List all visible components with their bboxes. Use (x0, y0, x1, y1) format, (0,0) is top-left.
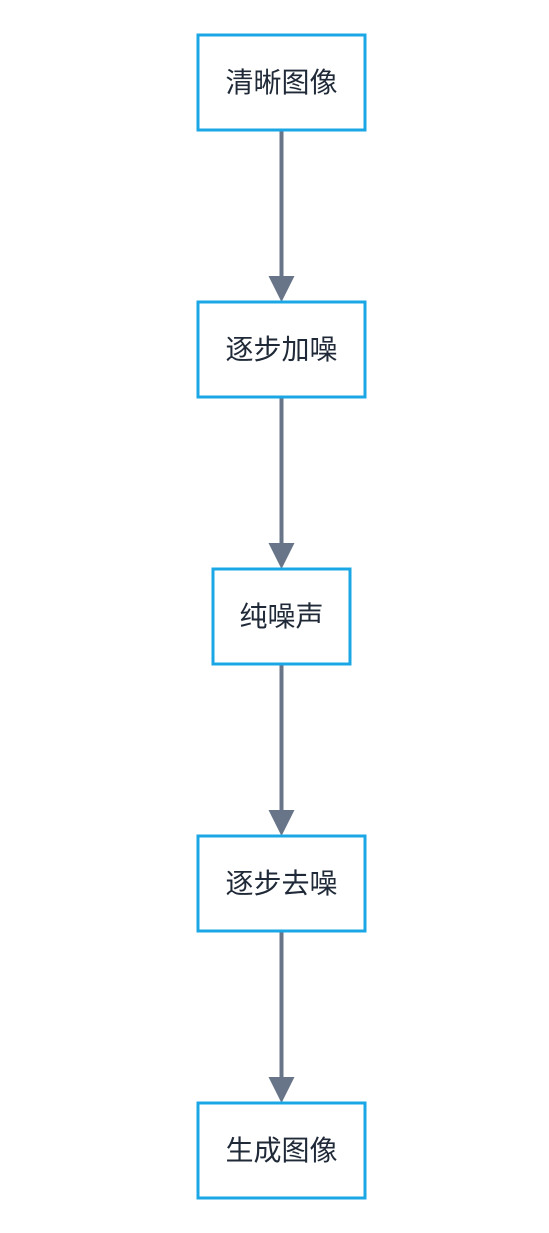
node-label-gradual-noising: 逐步加噪 (225, 333, 337, 366)
edge-pure-noise-to-denoising (268, 664, 295, 836)
node-generated-image: 生成图像 (196, 1101, 367, 1200)
node-gradual-noising: 逐步加噪 (196, 300, 367, 399)
node-gradual-denoising: 逐步去噪 (196, 834, 367, 933)
node-clear-image: 清晰图像 (196, 33, 367, 132)
edge-denoising-to-generated (268, 931, 295, 1103)
node-label-generated-image: 生成图像 (225, 1134, 337, 1167)
node-label-gradual-denoising: 逐步去噪 (225, 867, 337, 900)
node-label-clear-image: 清晰图像 (225, 66, 337, 99)
edge-clear-to-noising (268, 130, 295, 302)
node-pure-noise: 纯噪声 (211, 567, 352, 666)
edge-noising-to-pure-noise (268, 397, 295, 569)
node-label-pure-noise: 纯噪声 (239, 600, 323, 633)
